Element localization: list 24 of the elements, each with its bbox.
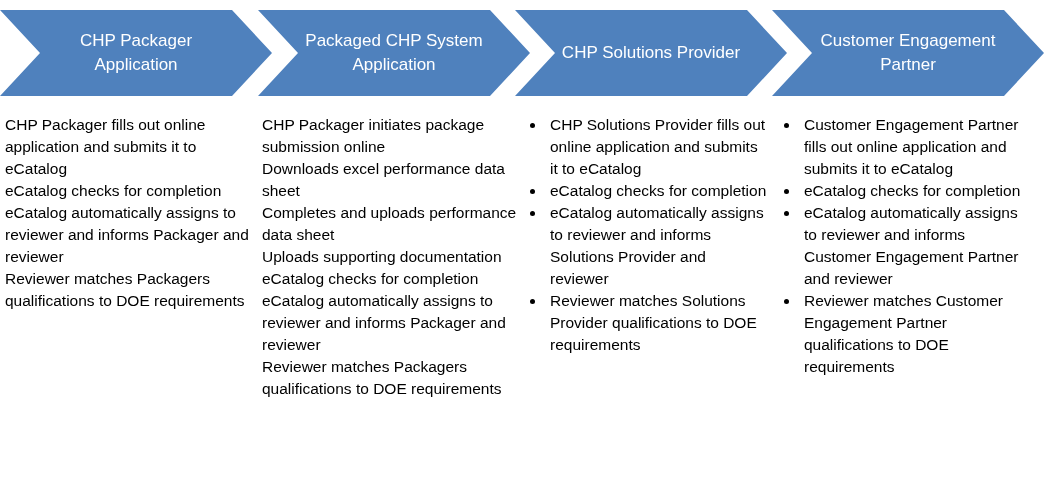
step-description: Reviewer matches Packagers qualifications to DOE requirements xyxy=(5,269,246,311)
chevron-step xyxy=(0,10,272,96)
step-description: CHP Packager initiates package submission online xyxy=(262,115,485,157)
chevron-step xyxy=(515,10,787,96)
step-description: Reviewer matches Customer Engagement Partner qualifications to DOE requirements xyxy=(804,291,1004,377)
chevron-step xyxy=(772,10,1044,96)
step-description: eCatalog automatically assigns to reviewer and informs Packager and reviewer xyxy=(5,203,250,267)
step-title: CHP Packager Application xyxy=(78,30,194,76)
step-description: eCatalog automatically assigns to reviewer and informs Packager and reviewer xyxy=(262,291,507,355)
step-description: eCatalog checks for completion xyxy=(550,181,767,201)
step-description: eCatalog checks for completion xyxy=(804,181,1021,201)
step-description: eCatalog automatically assigns to reviewer and informs Customer Engagement Partner and reviewer xyxy=(804,203,1020,289)
step-description: Uploads supporting documentation xyxy=(262,247,502,267)
step-description: Reviewer matches Packagers qualifications to DOE requirements xyxy=(262,357,503,399)
step-description: eCatalog automatically assigns to reviewer and informs Solutions Provider and reviewer xyxy=(550,203,765,289)
step-title: Customer Engagement Partner xyxy=(819,30,997,76)
step-description: Downloads excel performance data sheet xyxy=(262,159,506,201)
step-description: Reviewer matches Solutions Provider qualifications to DOE requirements xyxy=(550,291,758,355)
step-title: CHP Solutions Provider xyxy=(561,42,741,64)
step-description: Completes and uploads performance data sheet xyxy=(262,203,518,245)
step-description: eCatalog checks for completion xyxy=(262,269,479,289)
chevron-step xyxy=(258,10,530,96)
step-description: eCatalog checks for completion xyxy=(5,181,222,201)
step-title: Packaged CHP System Application xyxy=(304,30,484,76)
